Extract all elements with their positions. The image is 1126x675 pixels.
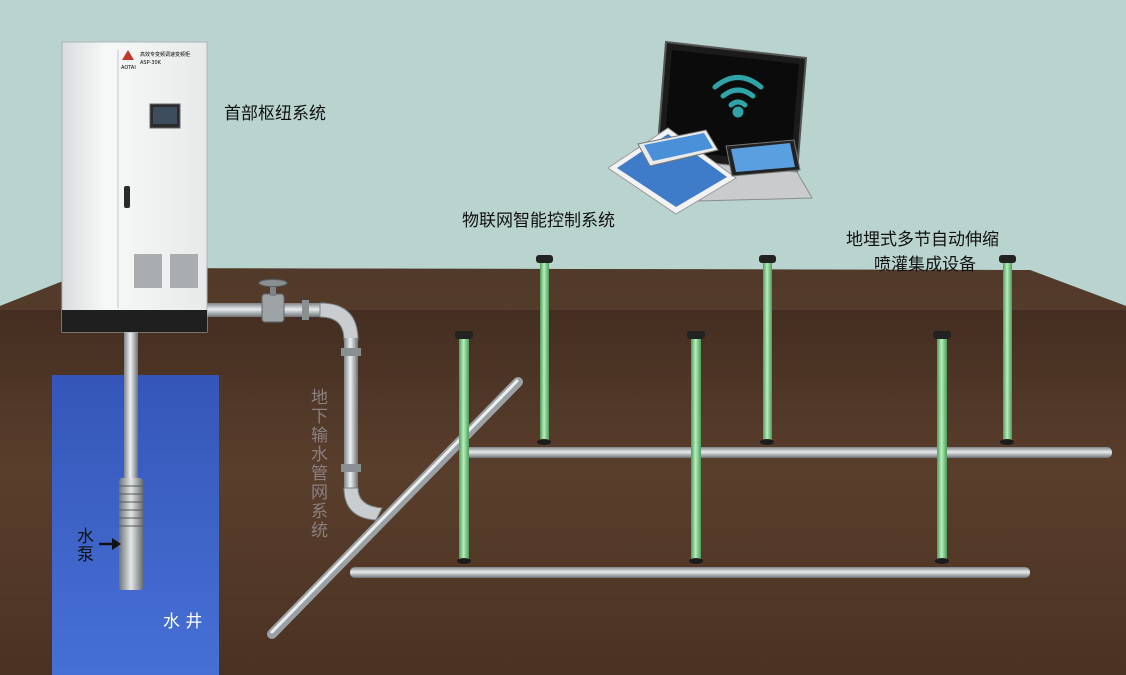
cabinet-brand-text: AOTAI [121, 65, 136, 71]
smartphone-icon [637, 129, 801, 177]
sprinkler-bases [457, 439, 1014, 564]
control-cabinet [61, 41, 208, 333]
valve-icon [258, 279, 309, 323]
well-riser-pipe [124, 330, 138, 482]
pump-rings [119, 485, 143, 527]
well-label: 水 井 [163, 612, 203, 632]
head-system-label: 首部枢纽系统 [224, 104, 326, 124]
sprinkler-label-line1: 地埋式多节自动伸缩 [846, 230, 999, 250]
water-pump [119, 478, 143, 590]
lateral-pipe-lower [350, 567, 1030, 578]
sprinkler-label-line2: 喷灌集成设备 [874, 255, 976, 275]
supply-pipe-vertical [344, 338, 358, 490]
supply-pipe-elbow-bottom [343, 487, 383, 521]
pipe-flange-2 [341, 464, 361, 472]
iot-system-label: 物联网智能控制系统 [462, 211, 615, 231]
pipe-network-label: 地下输水管网系统 [307, 388, 327, 540]
lateral-pipe-upper [460, 447, 1112, 458]
arrow-right-icon [99, 538, 121, 550]
diagonal-main-pipe-highlight [270, 379, 519, 634]
pipe-flange-1 [341, 348, 361, 356]
cabinet-model-text: ASP-30K [140, 60, 162, 66]
cabinet-title-text: 高效专变频调速变频柜 [140, 51, 190, 58]
pump-label: 水泵 [77, 527, 94, 565]
sprinkler-risers [455, 255, 1016, 560]
wifi-icon [712, 75, 764, 118]
